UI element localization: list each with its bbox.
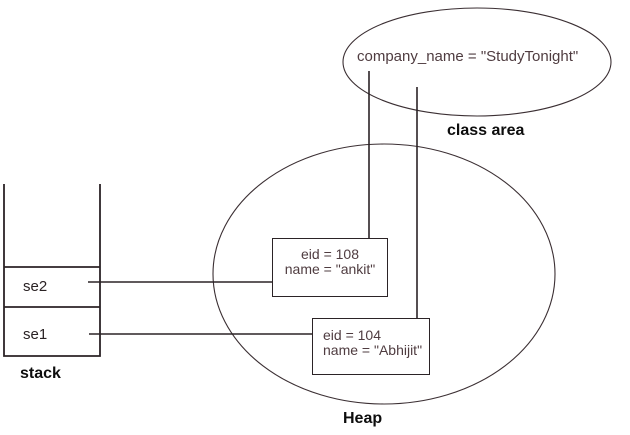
class-area-ellipse [342,7,612,117]
heap-object-name: name = "Abhijit" [323,342,423,358]
heap-object-ankit: eid = 108 name = "ankit" [272,238,388,297]
heap-object-eid: eid = 108 [301,245,359,262]
heap-ellipse [212,143,556,405]
heap-label: Heap [343,410,383,427]
stack-frame-se2: se2 [23,278,48,295]
stack-shape [3,184,101,357]
heap-object-name: name = "ankit" [284,260,376,277]
reference-lines [88,71,418,335]
stack-frame-se1: se1 [23,326,48,343]
class-area-label: class area [447,122,525,139]
stack-label: stack [20,365,61,382]
heap-object-eid: eid = 104 [323,327,381,343]
class-area-field: company_name = "StudyTonight" [357,48,579,65]
stack-outline [3,184,101,357]
heap-object-abhijit: eid = 104 name = "Abhijit" [312,318,430,375]
